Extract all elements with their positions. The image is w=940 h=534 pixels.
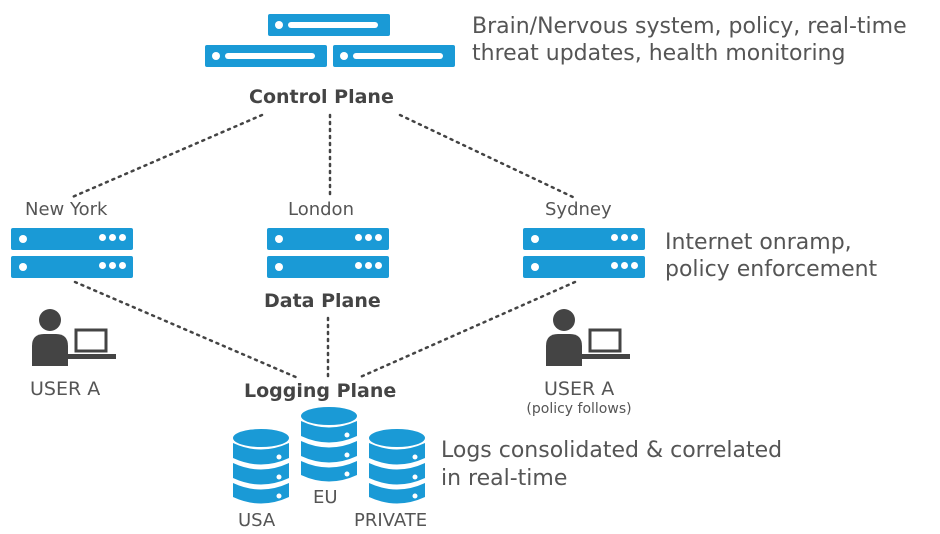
database-label-private: PRIVATE [354,510,428,531]
server-icon-sydney-1 [523,228,645,250]
database-label-usa: USA [238,510,276,531]
database-icon-usa [233,429,289,504]
control-plane-note-line2: threat updates, health monitoring [472,41,846,66]
server-icon-london-1 [267,228,389,250]
user-icon-left [32,309,116,366]
city-label-sydney: Sydney [545,199,612,220]
connector-control-newyork [68,113,264,200]
control-server-icon-right [333,45,455,67]
city-label-new-york: New York [25,199,108,220]
control-plane-note-line1: Brain/Nervous system, policy, real-time [472,14,907,39]
logging-plane-label: Logging Plane [244,380,397,402]
control-server-icon-top [268,14,390,36]
user-a-label-right: USER A [544,378,615,400]
database-icon-private [369,429,425,504]
logging-plane-note-line1: Logs consolidated & correlated [441,438,783,463]
user-a-label-left: USER A [30,378,101,400]
laptop-icon-right [580,328,630,359]
connector-sydney-logging [356,280,577,380]
control-plane-label: Control Plane [249,86,394,108]
server-icon-london-2 [267,256,389,278]
user-icon-right [546,309,630,366]
server-icon-newyork-2 [11,256,133,278]
data-plane-note-line1: Internet onramp, [665,230,852,255]
laptop-icon-left [66,328,116,359]
control-server-icon-left [205,45,327,67]
server-icon-sydney-2 [523,256,645,278]
policy-follows-label: (policy follows) [526,401,632,417]
data-plane-note-line2: policy enforcement [665,257,878,282]
logging-plane-note-line2: in real-time [441,466,568,491]
database-label-eu: EU [313,487,338,508]
connector-control-sydney [398,113,577,200]
connector-newyork-logging [73,280,300,380]
data-plane-label: Data Plane [264,290,381,312]
server-icon-newyork-1 [11,228,133,250]
database-icon-eu [301,407,357,482]
city-label-london: London [288,199,354,220]
